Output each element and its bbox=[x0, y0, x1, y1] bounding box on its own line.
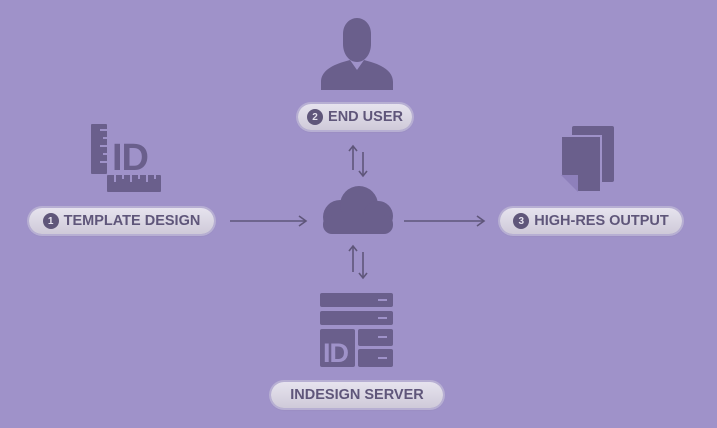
arrow-user-cloud-bidirectional bbox=[348, 144, 368, 178]
template-design-text: TEMPLATE DESIGN bbox=[63, 213, 201, 229]
step-number-badge: 2 bbox=[307, 109, 324, 125]
high-res-output-label: 3 HIGH-RES OUTPUT bbox=[500, 208, 682, 234]
arrow-template-to-cloud bbox=[230, 215, 308, 227]
end-user-text: END USER bbox=[328, 109, 403, 125]
arrow-cloud-to-output bbox=[404, 215, 486, 227]
end-user-label: 2 END USER bbox=[298, 104, 412, 130]
step-number-badge: 3 bbox=[513, 213, 530, 229]
indesign-server-text: INDESIGN SERVER bbox=[290, 387, 424, 403]
indesign-logo-text: ID bbox=[112, 137, 148, 179]
indesign-server-label: INDESIGN SERVER bbox=[271, 382, 443, 408]
server-indesign-text: ID bbox=[323, 338, 349, 368]
documents-icon bbox=[560, 126, 614, 193]
cloud-icon bbox=[323, 186, 393, 234]
arrow-cloud-server-bidirectional bbox=[348, 244, 368, 280]
step-number-badge: 1 bbox=[42, 213, 59, 229]
high-res-output-text: HIGH-RES OUTPUT bbox=[534, 213, 669, 229]
template-design-label: 1 TEMPLATE DESIGN bbox=[29, 208, 214, 234]
indesign-ruler-icon bbox=[91, 124, 161, 192]
user-icon bbox=[321, 18, 393, 90]
server-stack-icon bbox=[320, 293, 393, 367]
